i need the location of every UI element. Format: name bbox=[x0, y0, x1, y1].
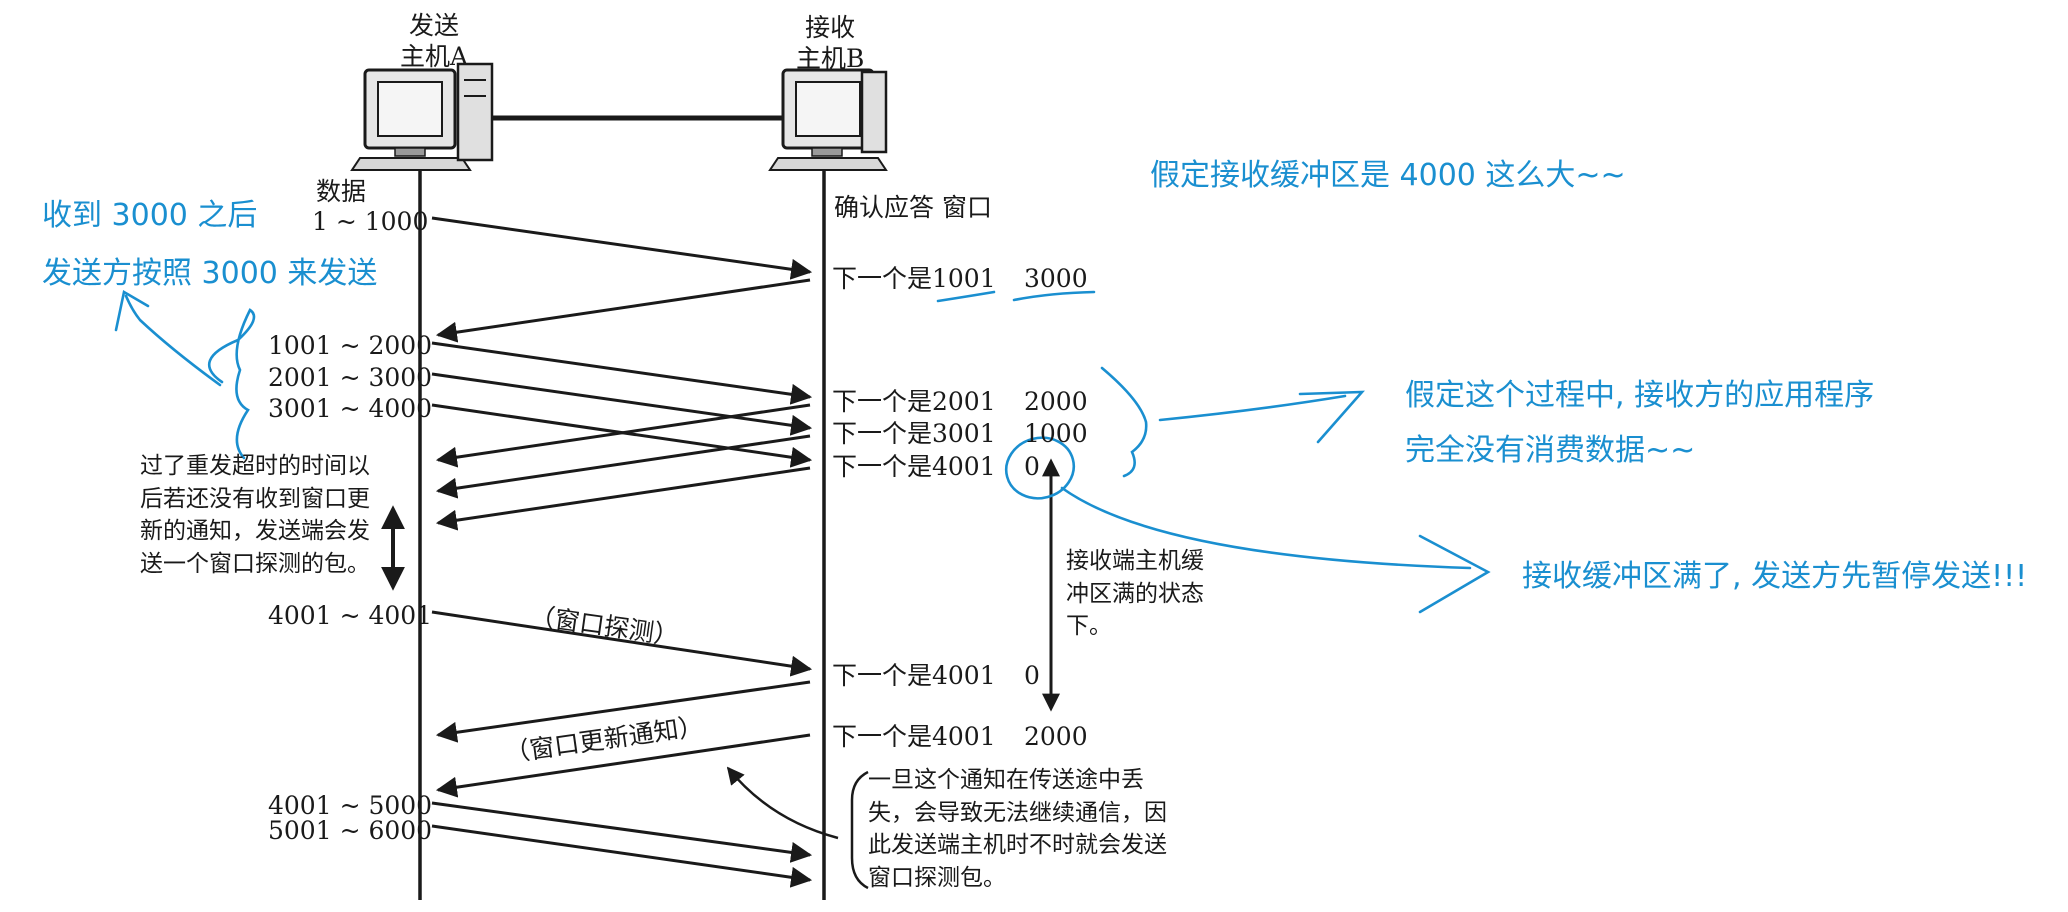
annotation-no-consume-line1: 假定这个过程中, 接收方的应用程序 bbox=[1405, 377, 1874, 415]
annotation-after-3000-line1: 收到 3000 之后 bbox=[42, 197, 257, 235]
timeout-note: 过了重发超时的时间以后若还没有收到窗口更新的通知，发送端会发送一个窗口探测的包。 bbox=[140, 450, 385, 581]
arrow-to-no-consume-note bbox=[1160, 396, 1345, 420]
arrow-data-2001-3000 bbox=[432, 374, 810, 428]
sent-range: 4001 ~ 4001 bbox=[268, 600, 432, 631]
data-column-header: 数据 bbox=[316, 176, 366, 207]
sender-host-label-line1: 发送 bbox=[400, 10, 468, 41]
sent-range: 1001 ~ 2000 bbox=[268, 330, 432, 361]
ack-window-value: 2000 bbox=[1024, 386, 1088, 417]
buffer-full-note: 接收端主机缓冲区满的状态下。 bbox=[1066, 545, 1216, 643]
ack-window-column-header: 确认应答 窗口 bbox=[834, 192, 992, 223]
sent-range: 5001 ~ 6000 bbox=[268, 815, 432, 846]
ack-next-label: 下一个是3001 bbox=[832, 418, 996, 449]
annotation-after-3000-line2: 发送方按照 3000 来发送 bbox=[42, 255, 377, 293]
receiver-host-label-line2: 主机B bbox=[796, 43, 864, 74]
sent-range: 2001 ~ 3000 bbox=[268, 362, 432, 393]
arrow-ack-1001 bbox=[438, 280, 810, 335]
sent-range: 1 ~ 1000 bbox=[312, 206, 428, 237]
arrow-data-1-1000 bbox=[432, 218, 810, 272]
receiver-host-label: 接收 主机B bbox=[796, 12, 864, 75]
host-a-computer-icon bbox=[352, 64, 492, 170]
host-b-computer-icon bbox=[770, 70, 886, 170]
arrow-data-4001-5000 bbox=[432, 803, 810, 855]
annotation-no-consume-line2: 完全没有消费数据~~ bbox=[1405, 432, 1695, 470]
ack-next-label: 下一个是4001 bbox=[832, 451, 996, 482]
annotation-buffer-full: 接收缓冲区满了, 发送方先暂停发送!!! bbox=[1522, 558, 2027, 596]
pointer-to-sender-note bbox=[126, 296, 220, 385]
sent-range: 3001 ~ 4000 bbox=[268, 393, 432, 424]
lost-update-note: 一旦这个通知在传送途中丢失，会导致无法继续通信，因此发送端主机时不时就会发送窗口… bbox=[868, 764, 1178, 895]
lost-update-pointer-arrow bbox=[728, 768, 838, 838]
ack-next-label: 下一个是2001 bbox=[832, 386, 996, 417]
receiver-host-label-line1: 接收 bbox=[796, 12, 864, 43]
arrow-ack-4001 bbox=[438, 468, 810, 523]
ack-next-label: 下一个是1001 bbox=[832, 263, 996, 294]
ack-window-value: 3000 bbox=[1024, 263, 1088, 294]
arrow-data-1001-2000 bbox=[432, 343, 810, 397]
arrowhead-buffer-full-note bbox=[1420, 536, 1488, 612]
scribble-bracket-left bbox=[209, 310, 254, 458]
sender-host-label-line2: 主机A bbox=[400, 41, 468, 72]
ack-next-label: 下一个是4001 bbox=[832, 660, 996, 691]
sender-host-label: 发送 主机A bbox=[400, 10, 468, 73]
arrow-ack-3001 bbox=[438, 436, 810, 491]
arrow-data-5001-6000 bbox=[432, 826, 810, 880]
note-bracket bbox=[852, 772, 868, 888]
ack-window-value: 2000 bbox=[1024, 721, 1088, 752]
brace-right-ack-group bbox=[1102, 368, 1146, 476]
ack-window-value: 1000 bbox=[1024, 418, 1088, 449]
ack-window-value: 0 bbox=[1024, 451, 1040, 482]
ack-window-value: 0 bbox=[1024, 660, 1040, 691]
annotation-buffer-size: 假定接收缓冲区是 4000 这么大~~ bbox=[1150, 157, 1626, 195]
ack-next-label: 下一个是4001 bbox=[832, 721, 996, 752]
